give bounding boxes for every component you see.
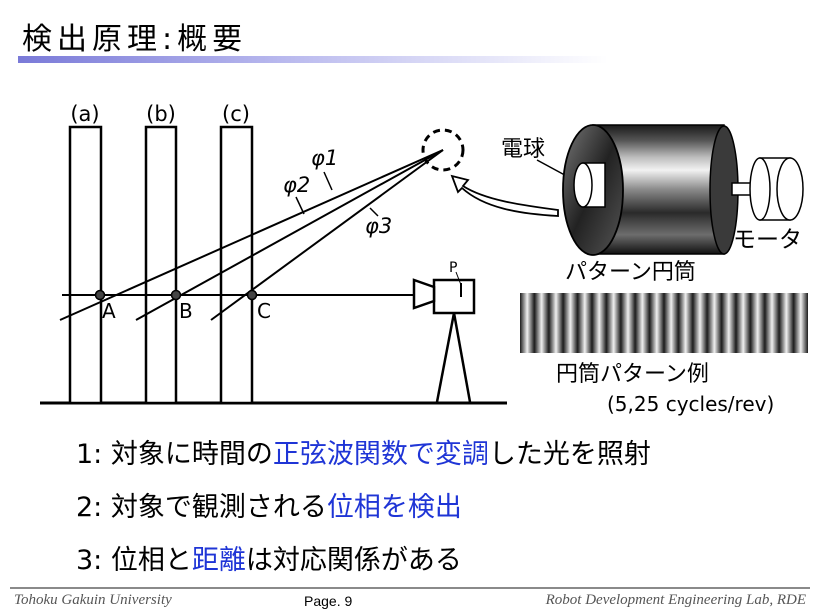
column-label-a: (a) bbox=[70, 102, 99, 126]
step-text: 対象で観測される bbox=[110, 492, 327, 523]
phi3-leader bbox=[369, 207, 379, 217]
column-a bbox=[68, 125, 103, 405]
bulb-icon bbox=[573, 162, 593, 208]
step-2: 2: 対象で観測される位相を検出 bbox=[76, 485, 651, 538]
motor-back-cap bbox=[776, 157, 804, 221]
step-number: 1: bbox=[76, 439, 103, 470]
point-label-c: C bbox=[257, 299, 271, 323]
camera-lens-icon bbox=[412, 278, 436, 310]
footer-page-number: Page. 9 bbox=[304, 593, 353, 609]
step-highlight: 距離 bbox=[191, 545, 246, 576]
step-3: 3: 位相と距離は対応関係がある bbox=[76, 538, 651, 591]
motor-front-cap bbox=[749, 157, 771, 221]
footer-university: Tohoku Gakuin University bbox=[14, 592, 172, 608]
camera-leg-left bbox=[435, 312, 456, 403]
step-1: 1: 対象に時間の正弦波関数で変調した光を照射 bbox=[76, 432, 651, 485]
title-underline bbox=[18, 56, 608, 63]
step-text: 対象に時間の bbox=[110, 439, 273, 470]
phi1-label: φ1 bbox=[311, 146, 338, 170]
column-label-b: (b) bbox=[146, 102, 176, 126]
camera-label: P bbox=[449, 260, 457, 276]
phi2-label: φ2 bbox=[283, 173, 310, 197]
ray-phi1 bbox=[59, 149, 444, 321]
phi3-label: φ3 bbox=[365, 214, 392, 238]
pattern-cycles-label: (5,25 cycles/rev) bbox=[607, 392, 774, 416]
camera-label-leader bbox=[455, 271, 462, 286]
point-a bbox=[94, 289, 106, 301]
steps-list: 1: 対象に時間の正弦波関数で変調した光を照射 2: 対象で観測される位相を検出… bbox=[76, 432, 651, 591]
step-highlight: 正弦波関数で変調 bbox=[272, 439, 489, 470]
slide-title: 検出原理:概要 bbox=[22, 22, 248, 57]
point-c bbox=[246, 289, 258, 301]
ray-phi2 bbox=[135, 149, 444, 321]
phi2-leader bbox=[295, 196, 305, 215]
footer-rule bbox=[10, 587, 810, 589]
point-label-b: B bbox=[179, 299, 193, 323]
step-text: 位相と bbox=[110, 545, 192, 576]
motor-label: モータ bbox=[733, 227, 802, 253]
column-label-c: (c) bbox=[222, 102, 250, 126]
step-number: 3: bbox=[76, 545, 103, 576]
light-source bbox=[421, 128, 465, 172]
principle-diagram: (a) (b) (c) φ1 φ2 φ3 A B C 電球 モータ パターン円筒… bbox=[40, 102, 808, 416]
stripe-pattern-example bbox=[520, 293, 808, 353]
footer-lab: Robot Development Engineering Lab, RDE bbox=[545, 592, 806, 608]
point-b bbox=[170, 289, 182, 301]
column-b bbox=[144, 125, 178, 405]
step-highlight: 位相を検出 bbox=[326, 492, 462, 523]
pattern-example-label: 円筒パターン例 bbox=[556, 362, 709, 387]
step-number: 2: bbox=[76, 492, 103, 523]
phi1-leader bbox=[323, 171, 333, 191]
step-text-end: は対応関係がある bbox=[245, 545, 462, 576]
rotation-arrow-icon bbox=[450, 174, 559, 217]
camera-body bbox=[432, 278, 476, 315]
step-text-end: した光を照射 bbox=[488, 439, 651, 470]
camera-leg-right bbox=[452, 312, 472, 403]
lamp-label: 電球 bbox=[501, 137, 545, 162]
point-label-a: A bbox=[102, 299, 116, 323]
cylinder-label: パターン円筒 bbox=[565, 260, 696, 285]
